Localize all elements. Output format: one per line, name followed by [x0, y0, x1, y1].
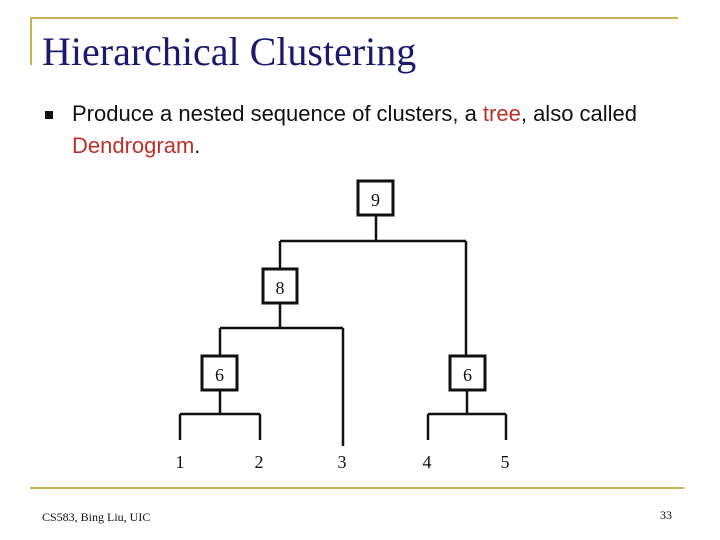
- footer-course-info: CS583, Bing Liu, UIC: [42, 510, 151, 524]
- bullet-square-icon: [45, 111, 53, 119]
- node-root-9: 9: [356, 179, 395, 217]
- node-label: 9: [371, 190, 380, 210]
- node-8: 8: [261, 267, 299, 305]
- bullet-text-part: , also called: [520, 101, 638, 126]
- term-tree: tree: [482, 101, 521, 126]
- node-label: 6: [215, 365, 224, 385]
- page-number: 33: [660, 508, 672, 522]
- node-label: 6: [463, 365, 472, 385]
- leaf-label-2: 2: [255, 452, 264, 472]
- term-dendrogram: Dendrogram: [72, 133, 195, 158]
- leaf-label-5: 5: [501, 452, 510, 472]
- node-6-right: 6: [448, 354, 487, 392]
- slide-title: Hierarchical Clustering: [42, 29, 417, 74]
- frame-top-line: [30, 17, 678, 19]
- leaf-label-4: 4: [423, 452, 432, 472]
- bullet-text-part: .: [194, 133, 201, 158]
- leaf-label-3: 3: [338, 452, 347, 472]
- frame-bottom-line: [30, 487, 684, 489]
- node-6-left: 6: [200, 354, 239, 392]
- bullet-text-part: Produce a nested sequence of clusters, a: [72, 101, 483, 126]
- frame-left-line: [30, 17, 32, 65]
- node-label: 8: [276, 278, 285, 298]
- leaf-label-1: 1: [176, 452, 185, 472]
- bullet-text: Produce a nested sequence of clusters, a…: [72, 98, 672, 162]
